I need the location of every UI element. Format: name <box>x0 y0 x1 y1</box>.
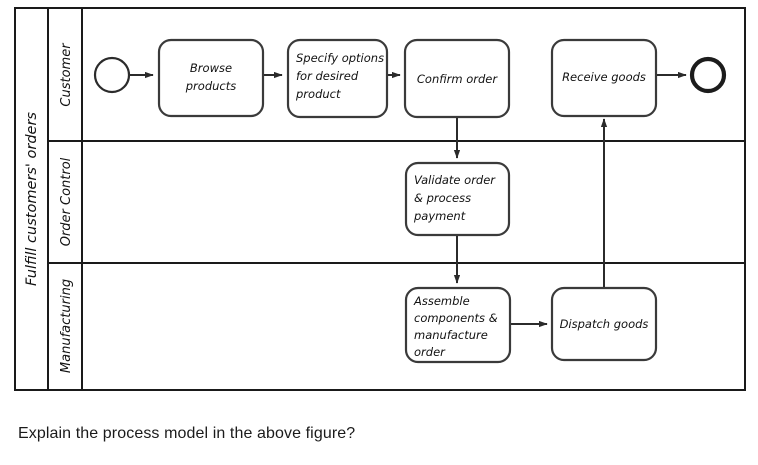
task-specify-options-line3: product <box>295 87 341 101</box>
task-specify-options-line1: Specify options <box>296 51 384 65</box>
task-browse-products[interactable]: Browse products <box>157 38 265 118</box>
task-assemble-line3: manufacture <box>414 328 488 342</box>
task-assemble-components-box[interactable] <box>404 286 512 364</box>
bpmn-figure: Fulfill customers' orders Customer Order… <box>14 7 746 391</box>
task-assemble-components[interactable]: Assemble components & manufacture order <box>404 286 512 364</box>
end-event[interactable] <box>689 56 727 94</box>
task-validate-order-box[interactable] <box>404 161 511 237</box>
lane-label-manufacturing: Manufacturing <box>59 279 74 373</box>
bpmn-diagram-canvas: Fulfill customers' orders Customer Order… <box>14 7 746 391</box>
task-dispatch-goods[interactable]: Dispatch goods <box>550 286 658 362</box>
task-specify-options-box[interactable] <box>286 38 389 119</box>
task-validate-order-line1: Validate order <box>414 173 496 187</box>
task-receive-goods-box[interactable] <box>550 38 658 118</box>
figure-caption: Explain the process model in the above f… <box>18 425 356 442</box>
task-confirm-order-box[interactable] <box>403 38 511 119</box>
task-dispatch-goods-line1: Dispatch goods <box>560 317 649 331</box>
lane-label-customer: Customer <box>59 42 74 107</box>
task-assemble-line2: components & <box>414 311 498 325</box>
task-confirm-order[interactable]: Confirm order <box>403 38 511 119</box>
task-validate-order-line2: & process <box>414 191 471 205</box>
task-confirm-order-line1: Confirm order <box>417 72 499 86</box>
task-browse-products-line2: products <box>185 79 236 93</box>
pool-title: Fulfill customers' orders <box>24 112 40 286</box>
task-assemble-line1: Assemble <box>413 294 470 308</box>
task-browse-products-box[interactable] <box>157 38 265 118</box>
lane-label-order-control: Order Control <box>59 157 74 246</box>
task-receive-goods[interactable]: Receive goods <box>550 38 658 118</box>
task-specify-options[interactable]: Specify options for desired product <box>286 38 389 119</box>
task-validate-order-line3: payment <box>413 209 466 223</box>
task-dispatch-goods-box[interactable] <box>550 286 658 362</box>
task-assemble-line4: order <box>414 345 446 359</box>
task-browse-products-line1: Browse <box>190 61 232 75</box>
task-specify-options-line2: for desired <box>296 69 359 83</box>
task-validate-order[interactable]: Validate order & process payment <box>404 161 511 237</box>
task-receive-goods-line1: Receive goods <box>562 70 646 84</box>
start-event[interactable] <box>93 56 131 94</box>
